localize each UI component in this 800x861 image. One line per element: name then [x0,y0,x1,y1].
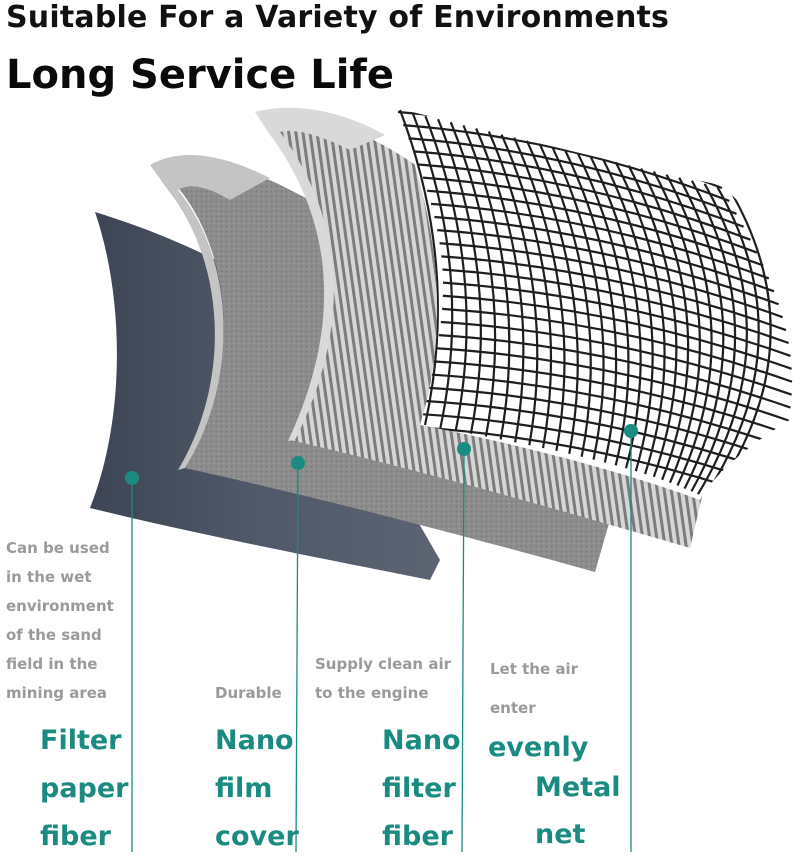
nano-film-leader-dot [291,456,305,470]
mesh-line [436,347,789,422]
mesh-line [442,281,791,357]
nano-filter-fiber-edge [255,107,385,442]
label-line: fiber [382,821,453,852]
mesh-line [403,124,730,202]
filter-paper-label: Filter paper fiber [40,717,129,861]
mesh-line [422,176,758,254]
mesh-line [433,360,787,435]
label-line: Nano [382,725,461,756]
metal-net-description: Let the air enter [490,650,578,728]
mesh-line [408,137,737,215]
label-line: fiber [40,821,111,852]
mesh-line [429,373,783,448]
description-line: Durable [215,684,282,702]
description-line: Can be used [6,539,110,557]
description-line: environment [6,597,114,615]
headline-environments: Suitable For a Variety of Environments [6,0,670,35]
metal-net-label-net: net [535,819,586,850]
mesh-line [421,399,775,474]
label-line: Filter [40,725,122,756]
nano-film-description: Durable [215,679,282,708]
nano-filter-leader-dot [457,442,471,456]
mesh-line [449,121,497,437]
description-line: mining area [6,684,108,702]
mesh-line [442,268,789,345]
mesh-line [487,131,539,446]
nano-film-label: Nano film cover [215,717,299,861]
description-line: of the sand [6,626,102,644]
label-line: cover [215,821,299,852]
label-line: film [215,773,273,804]
mesh-line [442,294,792,370]
description-line: to the engine [315,684,429,702]
mesh-line [442,307,793,383]
mesh-line [427,189,764,267]
filter-paper-leader-dot [125,471,139,485]
nano-film-edge [150,155,270,471]
mesh-line [438,334,791,409]
label-line: filter [382,773,456,804]
description-line: field in the [6,655,98,673]
mesh-line [418,163,751,241]
nano-film-leader-line [295,462,299,853]
description-line: in the wet [6,568,92,586]
metal-net-leader-dot [624,424,638,438]
mesh-line [425,386,779,461]
headline-service-life: Long Service Life [6,52,394,98]
mesh-line [430,202,770,280]
nano-filter-description: Supply clean air to the engine [315,650,451,708]
description-line: enter [490,699,536,717]
mesh-line [437,229,780,306]
mesh-line [462,124,511,440]
mesh-line [416,412,770,487]
filter-paper-description: Can be used in the wet environment of th… [6,534,114,708]
mesh-line [439,242,783,319]
mesh-line [441,255,787,332]
description-line: Supply clean air [315,655,451,673]
mesh-line [690,180,737,492]
mesh-line [697,183,748,495]
metal-mesh-layer [395,108,794,500]
mesh-line [475,128,525,443]
description-line: Let the air [490,660,579,678]
leader-lines [125,424,638,853]
mesh-line [413,150,745,228]
label-line: Nano [215,725,294,756]
mesh-line [434,215,775,293]
label-line: paper [40,773,129,804]
nano-filter-leader-line [461,448,465,853]
mesh-line [440,320,792,396]
metal-net-label-metal: Metal [535,772,621,803]
nano-filter-label: Nano filter fiber [382,717,461,861]
metal-net-label-evenly: evenly [488,732,589,763]
